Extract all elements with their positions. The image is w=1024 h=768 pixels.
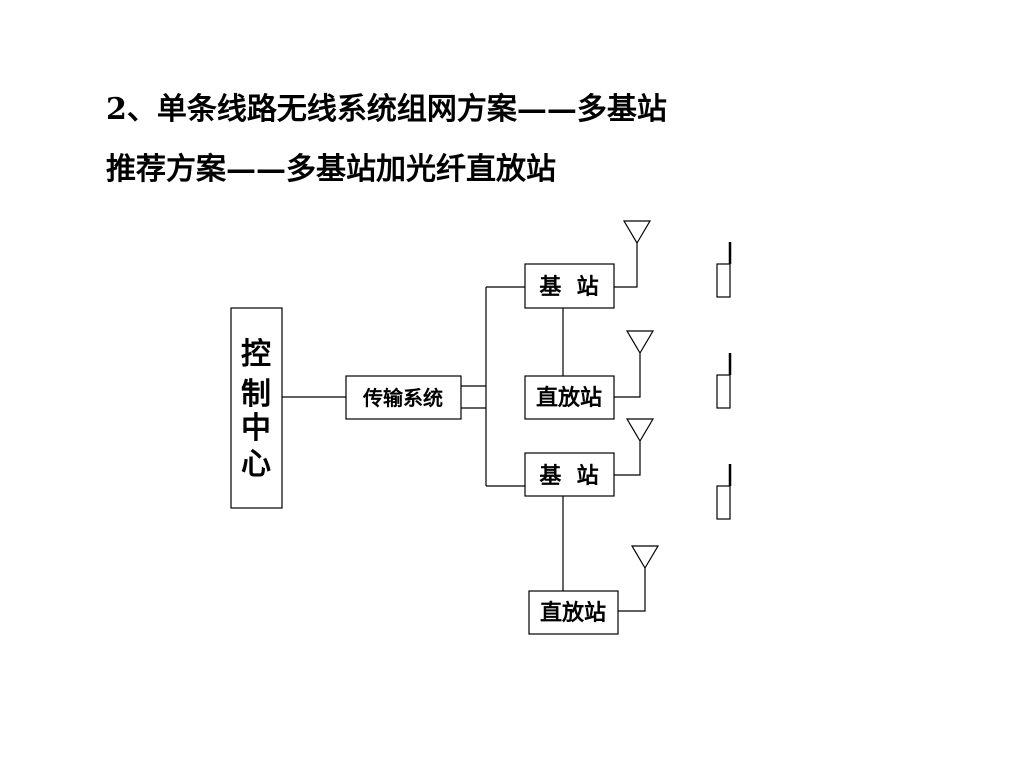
base-station-1-label: 基 站: [539, 274, 598, 300]
mobile-phone-icon: [716, 464, 732, 520]
base-station-1-box: [524, 263, 615, 309]
control-center-char: 制: [241, 377, 271, 412]
repeater-1-label: 直放站: [536, 385, 602, 411]
antenna-feed-bs1: [614, 242, 638, 288]
transmission-system-label: 传输系统: [362, 386, 443, 410]
mobile-phone-icon: [716, 353, 732, 409]
antenna-icon: [630, 545, 660, 570]
title-line-2: 推荐方案——多基站加光纤直放站: [106, 152, 556, 187]
control-center-char: 心: [241, 447, 271, 482]
control-center-box: [230, 307, 283, 509]
antenna-icon: [625, 418, 655, 443]
repeater-2-label: 直放站: [540, 600, 606, 626]
antenna-feed-bs2: [614, 440, 641, 476]
title-line-1: 2、单条线路无线系统组网方案——多基站: [106, 92, 667, 127]
base-station-2-label: 基 站: [539, 463, 598, 489]
antenna-icon: [625, 330, 655, 355]
transmission-system-box: [345, 375, 462, 420]
repeater-2-box: [528, 590, 619, 635]
antenna-feed-rep2: [618, 567, 646, 612]
antenna-icon: [622, 220, 652, 245]
antenna-feed-rep1: [614, 352, 641, 398]
control-center-char: 控: [241, 337, 271, 372]
mobile-phone-icon: [716, 242, 732, 298]
control-center-char: 中: [241, 411, 271, 446]
